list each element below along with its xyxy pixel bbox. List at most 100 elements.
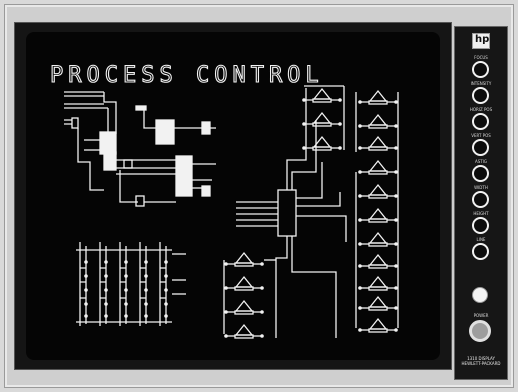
ladder-contact bbox=[124, 302, 128, 306]
ladder-contact bbox=[84, 274, 88, 278]
valve-column-b-9-base bbox=[369, 307, 387, 310]
valve-column-b-6-base bbox=[369, 243, 387, 246]
vertical-position-knob-label: VERT POS bbox=[459, 134, 503, 138]
valve-terminal bbox=[394, 328, 398, 332]
signal-line bbox=[120, 170, 138, 202]
width-knob-label: WIDTH bbox=[459, 186, 503, 190]
valve-terminal bbox=[302, 122, 306, 126]
valve-terminal bbox=[260, 286, 264, 290]
valve-column-c-0-base bbox=[235, 263, 253, 266]
central-controller bbox=[278, 190, 296, 236]
valve-column-b-5 bbox=[370, 209, 386, 219]
valve-column-b-8-base bbox=[369, 287, 387, 290]
ladder-contact bbox=[84, 302, 88, 306]
valve-column-b-4 bbox=[370, 185, 386, 195]
valve-column-c-1 bbox=[236, 277, 252, 287]
valve-terminal bbox=[338, 122, 342, 126]
output-block-2 bbox=[136, 196, 144, 206]
controller-bus bbox=[276, 236, 287, 338]
controller-block-a bbox=[100, 132, 116, 154]
valve-column-c-2-base bbox=[235, 311, 253, 314]
valve-terminal bbox=[260, 334, 264, 338]
input-block bbox=[72, 118, 78, 128]
valve-column-c-0 bbox=[236, 253, 252, 263]
valve-terminal bbox=[358, 124, 362, 128]
valve-column-b-6 bbox=[370, 233, 386, 243]
height-knob-label: HEIGHT bbox=[459, 212, 503, 216]
valve-terminal bbox=[358, 242, 362, 246]
ladder-contact bbox=[144, 260, 148, 264]
astigmatism-knob[interactable] bbox=[472, 165, 489, 182]
ladder-contact bbox=[104, 314, 108, 318]
valve-terminal bbox=[302, 146, 306, 150]
valve-terminal bbox=[224, 262, 228, 266]
controller-block-b bbox=[104, 152, 116, 170]
ladder-contact bbox=[124, 314, 128, 318]
valve-terminal bbox=[358, 100, 362, 104]
horizontal-position-knob[interactable] bbox=[472, 113, 489, 130]
valve-terminal bbox=[224, 310, 228, 314]
valve-column-b-2 bbox=[370, 137, 386, 147]
valve-terminal bbox=[358, 170, 362, 174]
valve-terminal bbox=[224, 334, 228, 338]
focus-knob[interactable] bbox=[472, 61, 489, 78]
valve-terminal bbox=[394, 242, 398, 246]
valve-column-b-3-base bbox=[369, 171, 387, 174]
signal-line bbox=[104, 92, 116, 134]
ladder-contact bbox=[144, 302, 148, 306]
valve-column-c-3-base bbox=[235, 335, 253, 338]
valve-column-c-1-base bbox=[235, 287, 253, 290]
ladder-contact bbox=[164, 314, 168, 318]
valve-terminal bbox=[394, 264, 398, 268]
controller-bus bbox=[292, 120, 316, 190]
valve-column-b-0-base bbox=[369, 101, 387, 104]
valve-column-b-7 bbox=[370, 255, 386, 265]
valve-terminal bbox=[224, 286, 228, 290]
actuator-block bbox=[202, 122, 210, 134]
power-label: POWER bbox=[459, 313, 503, 318]
ladder-contact bbox=[104, 288, 108, 292]
height-knob[interactable] bbox=[472, 217, 489, 234]
valve-column-b-8 bbox=[370, 277, 386, 287]
valve-column-c-3 bbox=[236, 325, 252, 335]
valve-column-b-9 bbox=[370, 297, 386, 307]
ladder-contact bbox=[164, 302, 168, 306]
vertical-position-knob[interactable] bbox=[472, 139, 489, 156]
valve-terminal bbox=[358, 264, 362, 268]
width-knob[interactable] bbox=[472, 191, 489, 208]
ladder-contact bbox=[84, 288, 88, 292]
controller-block-d bbox=[176, 156, 192, 196]
screen-title: PROCESS CONTROL bbox=[50, 63, 324, 88]
ladder-contact bbox=[124, 274, 128, 278]
line-knob[interactable] bbox=[472, 243, 489, 260]
valve-terminal bbox=[394, 194, 398, 198]
valve-terminal bbox=[260, 262, 264, 266]
ladder-contact bbox=[144, 314, 148, 318]
ladder-contact bbox=[164, 274, 168, 278]
valve-terminal bbox=[358, 146, 362, 150]
valve-column-a-0-base bbox=[313, 99, 331, 102]
intensity-knob[interactable] bbox=[472, 87, 489, 104]
ladder-contact bbox=[144, 288, 148, 292]
valve-column-a-0 bbox=[314, 89, 330, 99]
ladder-contact bbox=[104, 274, 108, 278]
power-button[interactable] bbox=[469, 320, 491, 342]
brand-company: HEWLETT-PACKARD bbox=[459, 361, 503, 366]
ladder-contact bbox=[104, 260, 108, 264]
valve-column-b-5-base bbox=[369, 219, 387, 222]
valve-terminal bbox=[358, 306, 362, 310]
valve-terminal bbox=[302, 98, 306, 102]
valve-column-b-3 bbox=[370, 161, 386, 171]
valve-column-b-2-base bbox=[369, 147, 387, 150]
valve-column-b-10 bbox=[370, 319, 386, 329]
ladder-contact bbox=[164, 288, 168, 292]
controller-bus bbox=[292, 236, 336, 338]
vector-display: PROCESS CONTROL bbox=[26, 32, 440, 360]
controller-block-c bbox=[156, 120, 174, 144]
power-indicator-light bbox=[472, 287, 488, 303]
valve-terminal bbox=[394, 146, 398, 150]
controller-bus bbox=[296, 216, 346, 242]
valve-column-b-4-base bbox=[369, 195, 387, 198]
valve-terminal bbox=[358, 286, 362, 290]
valve-terminal bbox=[358, 218, 362, 222]
